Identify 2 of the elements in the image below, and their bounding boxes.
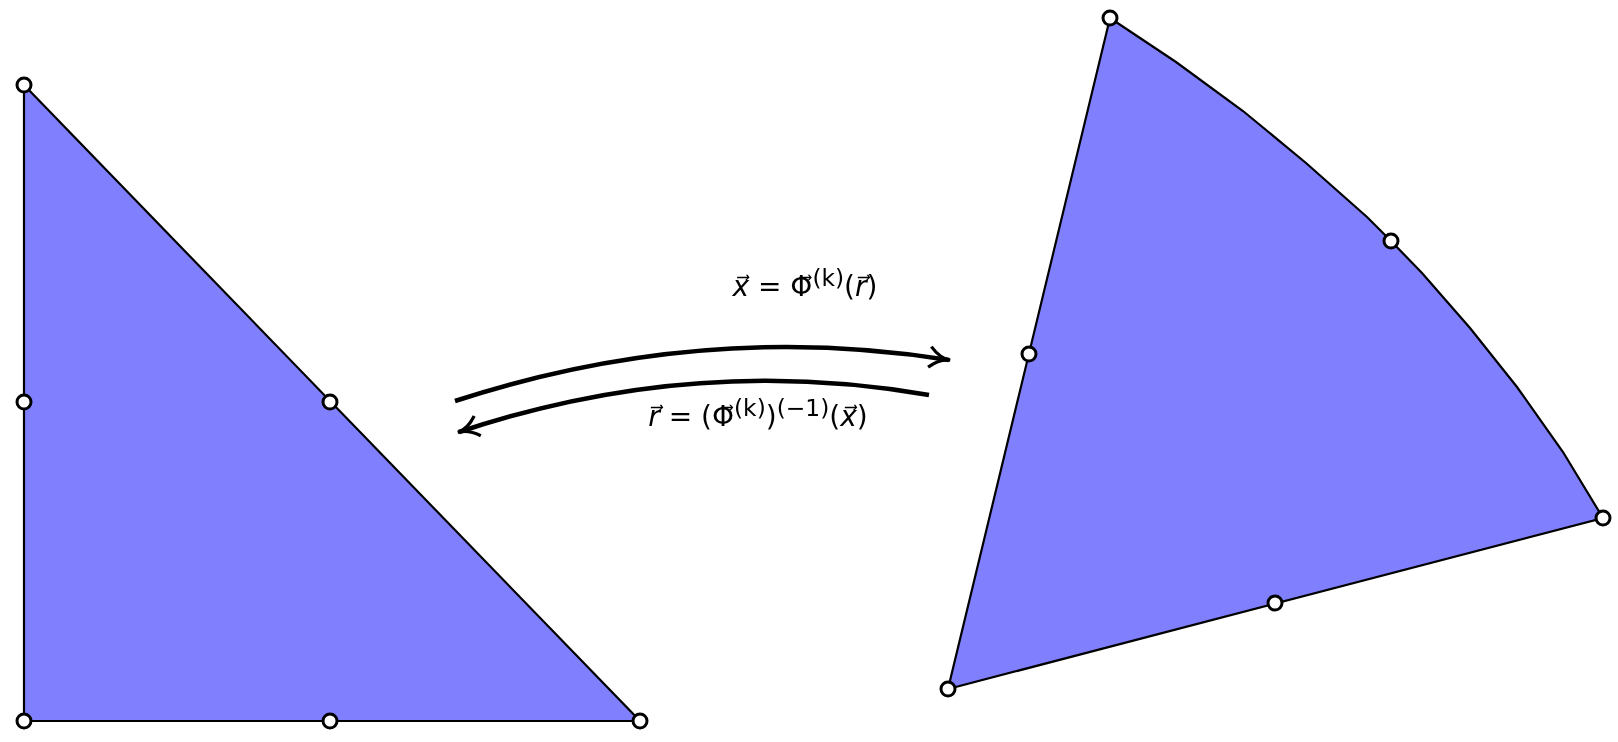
edge-label: r⃗ = (Φ⃗$^{(k)}$)$^{(−1)}$(x⃗)	[648, 394, 868, 434]
edge-label: x⃗ = Φ⃗$^{(k)}$(r⃗)	[732, 264, 878, 304]
